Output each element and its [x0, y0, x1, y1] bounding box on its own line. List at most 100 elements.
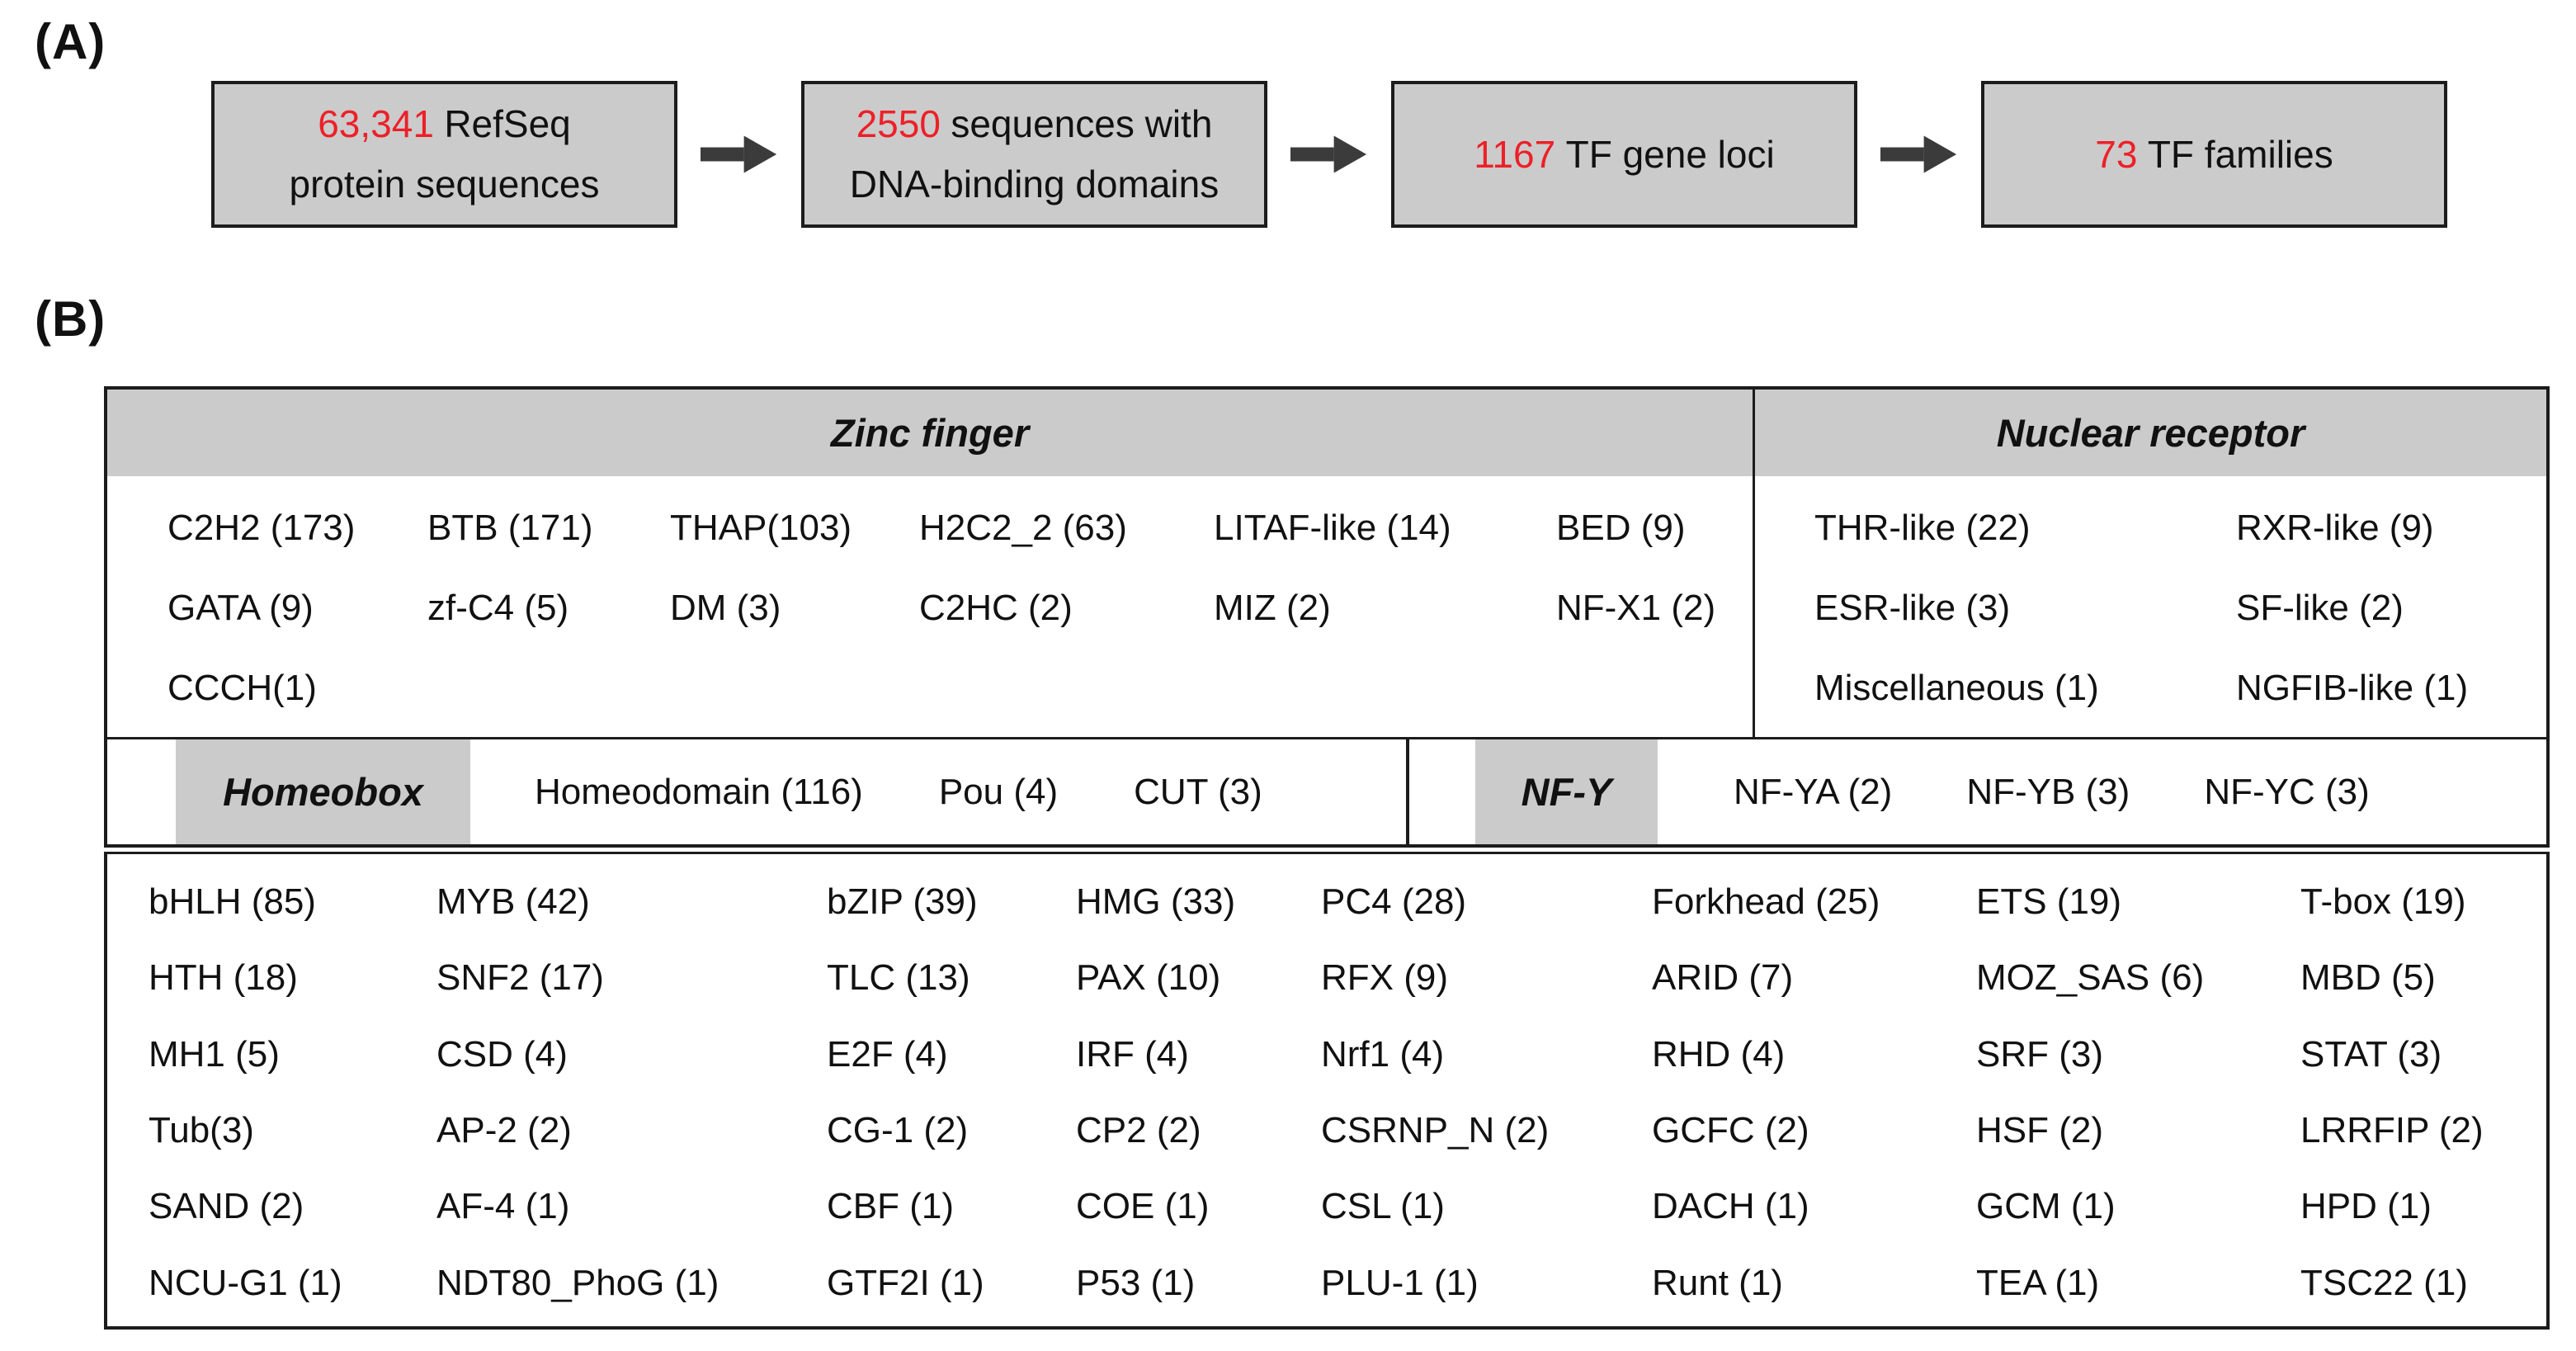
tf-family-item: BTB (171) — [427, 507, 593, 548]
homeobox-block: Homeobox Homeodomain (116) Pou (4) CUT (… — [107, 739, 1409, 844]
nfy-families: NF-YA (2) NF-YB (3) NF-YC (3) — [1734, 772, 2370, 813]
tf-family-item: BED (9) — [1556, 507, 1686, 548]
tf-family-item: C2H2 (173) — [167, 507, 356, 548]
tf-family-item: E2F (4) — [827, 1033, 948, 1075]
tf-family-item: CP2 (2) — [1076, 1110, 1201, 1151]
tf-family-item: bZIP (39) — [827, 881, 978, 923]
tf-family-item: Miscellaneous (1) — [1814, 668, 2099, 709]
tf-family-item: MIZ (2) — [1214, 587, 1331, 628]
tf-family-item: SRF (3) — [1976, 1033, 2103, 1075]
tf-family-item: TEA (1) — [1976, 1262, 2100, 1303]
tf-family-item: NDT80_PhoG (1) — [436, 1262, 719, 1303]
other-tf-families-section: bHLH (85) MYB (42) bZIP (39) HMG (33) PC… — [104, 852, 2550, 1330]
tf-family-item: HMG (33) — [1076, 881, 1236, 923]
tf-family-item: CCCH(1) — [167, 668, 317, 709]
arrow-right-icon — [677, 130, 801, 178]
homeobox-header: Homeobox — [176, 739, 470, 844]
panel-a-label: (A) — [35, 14, 106, 69]
flow-step-text: RefSeq — [444, 102, 571, 146]
tf-family-item: MOZ_SAS (6) — [1976, 957, 2205, 999]
tf-family-item: NF-YB (3) — [1966, 771, 2130, 812]
nfy-block: NF-Y NF-YA (2) NF-YB (3) NF-YC (3) — [1409, 739, 2546, 844]
tf-family-item: Runt (1) — [1652, 1262, 1783, 1303]
tf-family-item: Pou (4) — [938, 771, 1059, 812]
tf-family-item: ESR-like (3) — [1814, 587, 2011, 628]
tf-family-item: DM (3) — [670, 587, 781, 628]
tf-family-item: TSC22 (1) — [2300, 1262, 2468, 1303]
tf-family-item: Nrf1 (4) — [1321, 1033, 1445, 1075]
tf-family-item: THAP(103) — [670, 507, 852, 548]
tf-family-item: LITAF-like (14) — [1214, 507, 1451, 548]
tf-family-item: AF-4 (1) — [436, 1186, 570, 1227]
tf-family-item: NCU-G1 (1) — [149, 1262, 342, 1303]
homeobox-nfy-section: Homeobox Homeodomain (116) Pou (4) CUT (… — [104, 737, 2550, 848]
tf-family-item: H2C2_2 (63) — [919, 507, 1127, 548]
tf-family-item: Forkhead (25) — [1652, 881, 1880, 923]
zinc-finger-families: C2H2 (173) BTB (171) THAP(103) H2C2_2 (6… — [107, 476, 1755, 737]
tf-gene-loci-count: 1167 — [1474, 132, 1556, 176]
tf-family-item: T-box (19) — [2300, 881, 2466, 923]
tf-family-item: Homeodomain (116) — [535, 771, 863, 812]
tf-family-item: CG-1 (2) — [827, 1110, 969, 1151]
tf-family-item: C2HC (2) — [919, 587, 1073, 628]
tf-family-item: LRRFIP (2) — [2300, 1110, 2484, 1151]
refseq-count: 63,341 — [318, 102, 434, 146]
tf-family-item: SAND (2) — [149, 1186, 304, 1227]
zinc-finger-nuclear-receptor-section: C2H2 (173) BTB (171) THAP(103) H2C2_2 (6… — [104, 476, 2550, 737]
tf-family-item: PC4 (28) — [1321, 881, 1467, 923]
tf-family-item: DACH (1) — [1652, 1186, 1809, 1227]
tf-family-item: CSD (4) — [436, 1033, 568, 1075]
zinc-finger-header: Zinc finger — [107, 390, 1755, 476]
nuclear-receptor-header: Nuclear receptor — [1755, 390, 2546, 476]
tf-family-item: PAX (10) — [1076, 957, 1221, 999]
nuclear-receptor-families: THR-like (22) RXR-like (9) ESR-like (3) … — [1755, 476, 2546, 737]
flow-step-text: TF families — [2147, 132, 2333, 176]
tf-family-item: Tub(3) — [149, 1110, 254, 1151]
tf-family-item: RHD (4) — [1652, 1033, 1786, 1075]
tf-family-item: NF-X1 (2) — [1556, 587, 1716, 628]
arrow-right-icon — [1857, 130, 1981, 178]
tf-family-item: CUT (3) — [1134, 771, 1262, 812]
tf-family-item: TLC (13) — [827, 957, 970, 999]
tf-family-item: THR-like (22) — [1814, 507, 2031, 548]
panel-b-label: (B) — [35, 291, 106, 347]
tf-family-item: SNF2 (17) — [436, 957, 604, 999]
tf-family-item: AP-2 (2) — [436, 1110, 572, 1151]
tf-family-item: CSL (1) — [1321, 1186, 1445, 1227]
tf-family-item: RXR-like (9) — [2236, 507, 2434, 548]
tf-family-item: NF-YC (3) — [2204, 771, 2370, 812]
tf-family-item: MYB (42) — [436, 881, 590, 923]
flow-step-text: TF gene loci — [1565, 132, 1775, 176]
flow-step-line: protein sequences — [289, 163, 600, 205]
tf-family-item: COE (1) — [1076, 1186, 1210, 1227]
flow-step-line: DNA-binding domains — [849, 163, 1220, 205]
nfy-header: NF-Y — [1475, 739, 1658, 844]
homeobox-families: Homeodomain (116) Pou (4) CUT (3) — [535, 772, 1262, 813]
tf-family-item: SF-like (2) — [2236, 587, 2404, 628]
tf-family-item: GATA (9) — [167, 587, 314, 628]
tf-family-count: 73 — [2095, 132, 2138, 176]
tf-family-item: CBF (1) — [827, 1186, 954, 1227]
tf-family-item: GTF2I (1) — [827, 1262, 984, 1303]
tf-family-item: ARID (7) — [1652, 957, 1794, 999]
tf-family-item: HPD (1) — [2300, 1186, 2432, 1227]
tf-family-item: GCFC (2) — [1652, 1110, 1809, 1151]
tf-family-table: Zinc finger Nuclear receptor C2H2 (173) … — [104, 386, 2550, 1330]
tf-family-item: NF-YA (2) — [1734, 771, 1893, 812]
tf-family-item: CSRNP_N (2) — [1321, 1110, 1550, 1151]
tf-family-item: HSF (2) — [1976, 1110, 2103, 1151]
tf-family-item: HTH (18) — [149, 957, 298, 999]
tf-family-item: ETS (19) — [1976, 881, 2122, 923]
tf-family-item: PLU-1 (1) — [1321, 1262, 1479, 1303]
flow-step-text: sequences with — [951, 102, 1213, 146]
